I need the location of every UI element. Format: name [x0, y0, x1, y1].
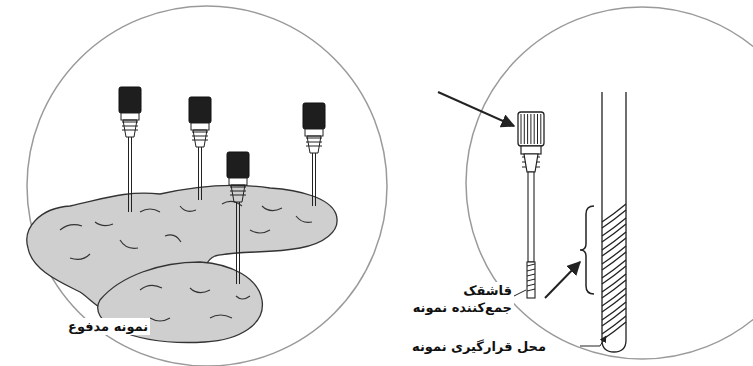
- label: محل قرارگیری نمونه: [410, 338, 548, 355]
- magnified-tip: [580, 92, 626, 352]
- label: قاشقک جمع‌کننده نمونه: [398, 282, 514, 316]
- leader-line: [580, 336, 606, 346]
- label: نمونه مدفوع: [66, 318, 150, 335]
- stool-sample: [27, 185, 337, 342]
- collection-sticks: [119, 87, 325, 284]
- pointer-arrow: [545, 262, 580, 298]
- detail-circle: [27, 6, 387, 366]
- bracket: [580, 206, 594, 294]
- collection-stick: [119, 87, 141, 212]
- collection-stick: [518, 112, 544, 298]
- collection-stick: [227, 152, 249, 284]
- stool-texture: [60, 201, 312, 321]
- collection-stick: [189, 97, 211, 200]
- leader-line: [514, 290, 526, 296]
- collection-stick: [303, 103, 325, 206]
- pointer-arrow: [438, 92, 514, 126]
